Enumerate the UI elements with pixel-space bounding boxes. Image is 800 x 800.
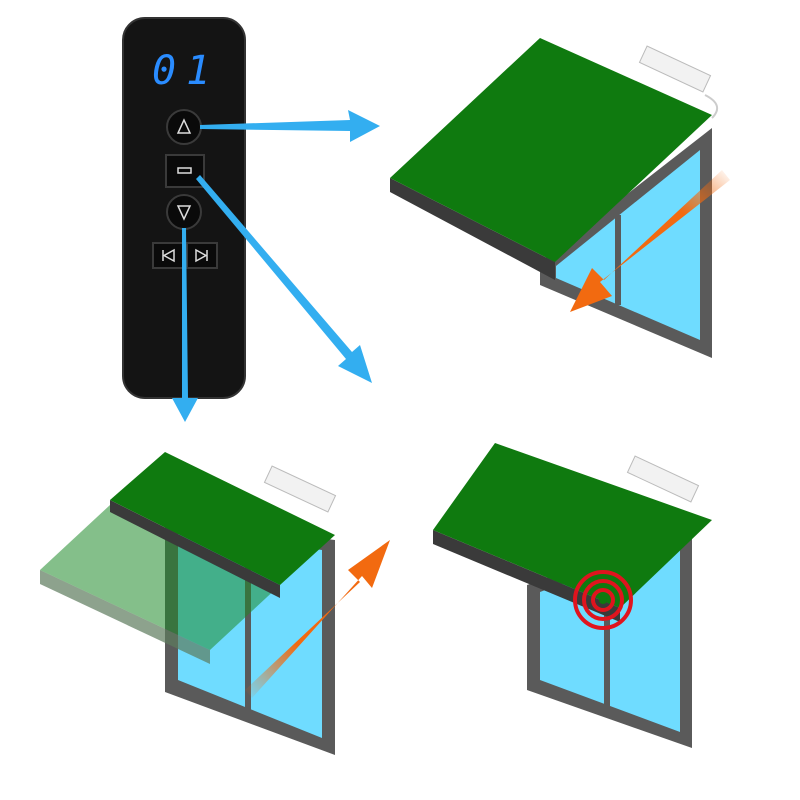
awning-canopy (110, 452, 335, 585)
scene-extend (40, 452, 390, 755)
motor-controller-box (263, 465, 337, 513)
skip-back-icon (162, 248, 175, 263)
scene-retract (390, 38, 730, 358)
motor-controller-box (638, 45, 712, 93)
awning-front-edge (390, 178, 555, 280)
up-button[interactable] (166, 109, 202, 145)
motor-controller-box (626, 455, 700, 503)
arrow-down-to-extend (172, 228, 198, 422)
stop-button[interactable] (165, 154, 205, 188)
awning-extended-ghost (40, 505, 280, 650)
sensor-signal-icon (573, 570, 633, 630)
scene-sensor (433, 443, 712, 748)
retract-arrow (570, 170, 730, 312)
skip-forward-icon (195, 248, 208, 263)
arrow-up-to-retract (200, 110, 380, 142)
awning-canopy (390, 38, 712, 262)
arrow-stop-to-stop (196, 175, 372, 383)
channel-display: 01 (152, 48, 220, 94)
previous-channel-button[interactable] (152, 242, 184, 269)
pointer-arrows (172, 110, 380, 422)
stop-bar-icon (177, 167, 192, 174)
awning-extended-ghost-edge (40, 570, 210, 664)
awning-front-edge (110, 500, 280, 598)
down-button[interactable] (166, 194, 202, 230)
triangle-down-icon (176, 205, 192, 221)
triangle-up-icon (176, 118, 192, 134)
extend-arrow (245, 540, 390, 698)
next-channel-button[interactable] (186, 242, 218, 269)
awning-canopy (433, 443, 712, 608)
